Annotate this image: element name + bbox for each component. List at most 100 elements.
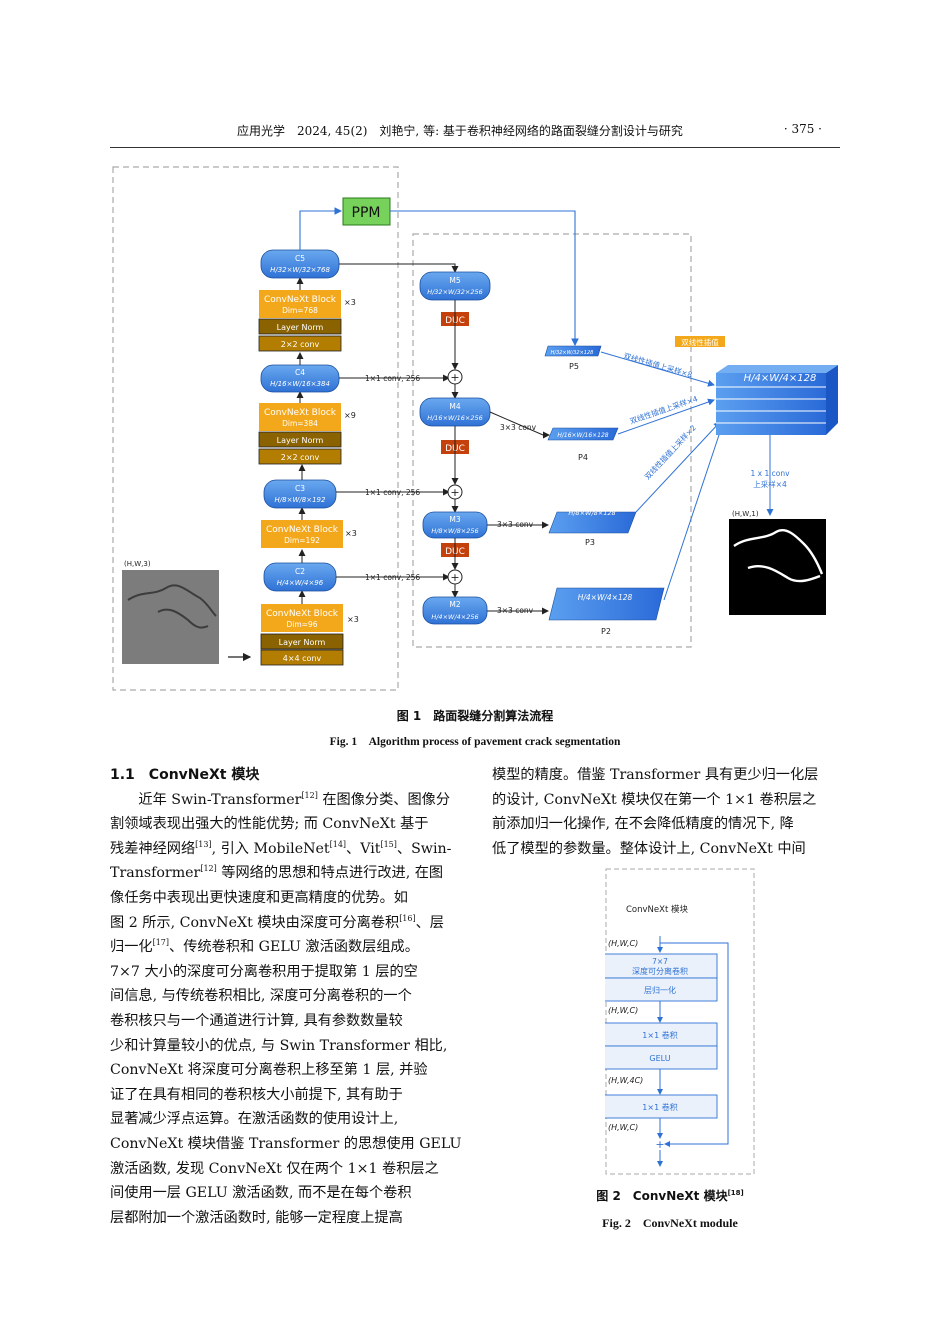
stage1-block <box>261 604 343 632</box>
c2-name: C2 <box>295 567 305 576</box>
left-column: 1.1 ConvNeXt 模块 近年 Swin-Transformer[12] … <box>110 763 462 1230</box>
lateral-label-c2: 1×1 conv, 256 <box>365 573 420 582</box>
fig2-dwconv-box <box>605 953 718 979</box>
text-line: 残差神经网络[13], 引入 MobileNet[14]、Vit[15]、Swi… <box>110 839 452 857</box>
text-line: 割领域表现出强大的性能优势; 而 ConvNeXt 基于 <box>110 816 429 833</box>
running-title: 应用光学 2024, 45(2) 刘艳宁, 等: 基于卷积神经网络的路面裂缝分割… <box>237 124 683 138</box>
text-line: 前添加归一化操作, 在不会降低精度的情况下, 降 <box>492 816 794 833</box>
p4-slab <box>547 427 619 441</box>
figure-1-diagram: (H,W,3) 4×4 conv Layer Norm ConvNeXt Blo… <box>112 166 838 691</box>
stage2-block <box>261 520 343 548</box>
text-line: 层都附加一个激活函数时, 能够一定程度上提高 <box>110 1209 403 1226</box>
m4-shape: H/16×W/16×256 <box>427 414 483 422</box>
p3-shape: H/8×W/8×128 <box>568 509 615 517</box>
fpn-region <box>412 233 692 648</box>
ppm-label: PPM <box>352 205 381 221</box>
head-conv-label: 1 x 1 conv <box>750 469 790 478</box>
text-line: 证了在具有相同的卷积核大小前提下, 其有助于 <box>110 1086 403 1103</box>
fig2-dwconv-size: 7×7 <box>652 957 668 966</box>
stem-norm-label: Layer Norm <box>279 638 326 647</box>
m4-name: M4 <box>449 402 460 411</box>
up2-label: 双线性插值上采样×2 <box>642 422 698 481</box>
lateral-label-c4: 1×1 conv, 256 <box>365 374 420 383</box>
conv3-label-m2: 3×3 conv <box>497 606 534 615</box>
c3-name: C3 <box>295 484 305 493</box>
down4-conv-label: 2×2 conv <box>281 340 320 349</box>
arrow-m4-p4 <box>489 411 550 439</box>
stage2-dim: Dim=192 <box>284 536 320 545</box>
output-crack-line <box>733 529 824 583</box>
text-line: 7×7 大小的深度可分离卷积用于提取第 1 层的空 <box>110 963 418 980</box>
figure-2-caption-cn-text: 图 2 ConvNeXt 模块 <box>596 1189 728 1203</box>
stage1-block-label: ConvNeXt Block <box>266 609 339 619</box>
add-node-2-symbol: + <box>450 486 459 499</box>
page-number: · 375 · <box>783 122 822 136</box>
down3-norm-label: Layer Norm <box>277 436 324 445</box>
fig2-residual <box>660 942 729 1147</box>
fig2-dwconv-label: 深度可分离卷积 <box>632 966 688 976</box>
m3-name: M3 <box>449 515 460 524</box>
figure-2-diagram: ConvNeXt 模块 (H,W,C) 7×7 深度可分离卷积 层归一化 (H,… <box>605 868 755 1175</box>
right-column: 模型的精度。借鉴 Transformer 具有更少归一化层的设计, ConvNe… <box>492 763 840 861</box>
arrow-ppm-p5 <box>390 210 579 347</box>
c4-name: C4 <box>295 368 305 377</box>
down4-conv-box <box>258 335 342 352</box>
text-line: 间信息, 与传统卷积相比, 深度可分离卷积的一个 <box>110 988 412 1005</box>
c2-shape: H/4×W/4×96 <box>277 579 324 587</box>
stage2-block-label: ConvNeXt Block <box>266 525 339 535</box>
m2-shape: H/4×W/4×256 <box>431 613 478 621</box>
p2-slab <box>548 587 665 621</box>
fig2-shape-4: (H,W,C) <box>608 1123 638 1132</box>
down3-conv-box <box>258 448 342 465</box>
figure-2-caption-ref: [18] <box>727 1189 744 1197</box>
bilinear-tag <box>675 336 725 347</box>
p5-shape: H/32×W/32×128 <box>551 350 594 356</box>
fig2-title: ConvNeXt 模块 <box>626 904 688 915</box>
m5-shape: H/32×W/32×256 <box>427 288 483 296</box>
text-line: 归一化[17]、传统卷积和 GELU 激活函数层组成。 <box>110 938 419 956</box>
fig2-add-symbol: + <box>655 1138 664 1151</box>
stem-conv-box <box>260 649 344 666</box>
add-node-3-symbol: + <box>450 571 459 584</box>
text-line: ConvNeXt 模块借鉴 Transformer 的思想使用 GELU <box>110 1135 462 1152</box>
figure-2-caption-cn: 图 2 ConvNeXt 模块[18] <box>560 1187 780 1204</box>
text-line: 间使用一层 GELU 激活函数, 而不是在每个卷积 <box>110 1185 412 1202</box>
c3-node <box>263 479 337 509</box>
lateral-label-c3: 1×1 conv, 256 <box>365 488 420 497</box>
text-line: 像任务中表现出更快速度和更高精度的优势。如 <box>110 889 408 906</box>
down4-norm-label: Layer Norm <box>277 323 324 332</box>
c5-name: C5 <box>295 254 305 263</box>
text-line: 图 2 所示, ConvNeXt 模块由深度可分离卷积[16]、层 <box>110 913 444 931</box>
stage4-block <box>259 290 341 318</box>
stage3-block <box>259 403 341 431</box>
stage4-repeat: ×3 <box>344 298 356 307</box>
text-line: Transformer[12] 等网络的思想和特点进行改进, 在图 <box>110 864 444 882</box>
stem-norm-box <box>260 633 344 650</box>
text-line: 低了模型的参数量。整体设计上, ConvNeXt 中间 <box>492 840 806 857</box>
figure-1-caption-en: Fig. 1 Algorithm process of pavement cra… <box>329 736 621 748</box>
fused-shape: H/4×W/4×128 <box>744 373 817 384</box>
down3-conv-label: 2×2 conv <box>281 453 320 462</box>
down4-norm-box <box>258 318 342 335</box>
output-mask-image <box>729 519 826 615</box>
section-heading: 1.1 ConvNeXt 模块 <box>110 767 260 783</box>
figure-1-caption-cn: 图 1 路面裂缝分割算法流程 <box>396 709 554 723</box>
text-line: ConvNeXt 将深度可分离卷积上移至第 1 层, 并验 <box>110 1062 428 1079</box>
arrow-p4-fused <box>617 398 715 435</box>
stage4-dim: Dim=768 <box>282 306 318 315</box>
conv3-label-m3: 3×3 conv <box>497 520 534 529</box>
arrow-p2-fused <box>663 425 724 601</box>
stage3-dim: Dim=384 <box>282 419 318 428</box>
fig2-conv1-label: 1×1 卷积 <box>642 1030 677 1040</box>
arrow-p3-fused <box>635 421 721 513</box>
fused-stack-front <box>716 373 826 435</box>
figure-2-caption-en: Fig. 2 ConvNeXt module <box>602 1216 738 1230</box>
running-header: 应用光学 2024, 45(2) 刘艳宁, 等: 基于卷积神经网络的路面裂缝分割… <box>0 122 950 142</box>
fig2-shape-1: (H,W,C) <box>608 939 638 948</box>
add-node-1-symbol: + <box>450 371 459 384</box>
text-line: 显著减少浮点运算。在激活函数的使用设计上, <box>110 1111 399 1128</box>
head-up-label: 上采样×4 <box>753 479 787 489</box>
p5-slab <box>544 345 602 357</box>
right-paragraph: 模型的精度。借鉴 Transformer 具有更少归一化层的设计, ConvNe… <box>492 763 840 861</box>
m5-name: M5 <box>449 276 460 285</box>
